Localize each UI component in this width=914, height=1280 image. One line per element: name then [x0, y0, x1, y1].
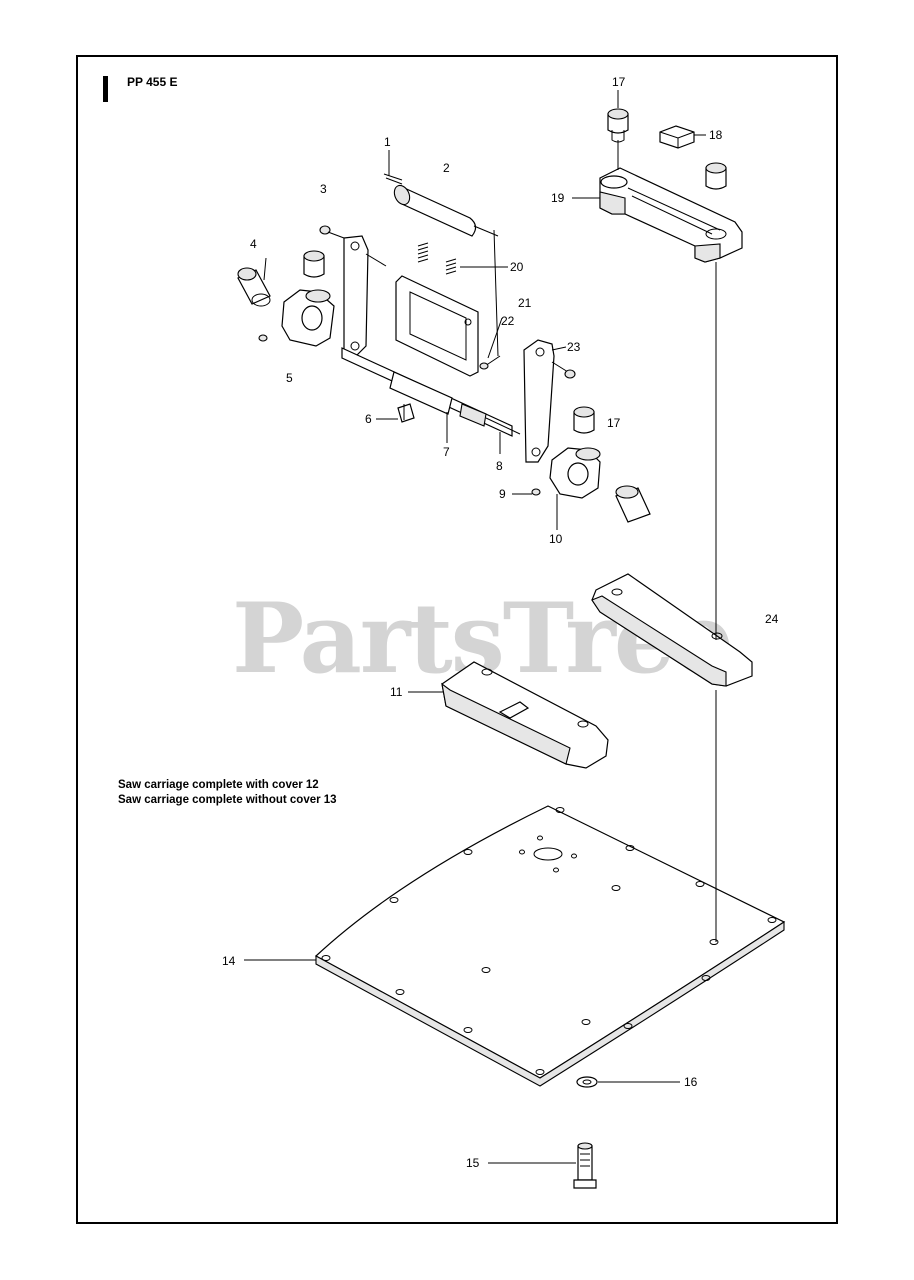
callout-10: 10 [549, 532, 563, 546]
callout-18: 18 [709, 128, 723, 142]
title-bar-mark [103, 76, 108, 102]
callout-9: 9 [499, 487, 506, 501]
callout-3: 3 [320, 182, 327, 196]
cover-part-11 [441, 661, 609, 769]
arm-right [523, 339, 555, 463]
screw-part-23 [551, 361, 576, 379]
callout-17-top: 17 [612, 75, 626, 89]
callout-22: 22 [501, 314, 515, 328]
callout-19: 19 [551, 191, 565, 205]
spring-part-20 [417, 242, 457, 275]
screw-top-left [319, 225, 345, 239]
callout-11: 11 [390, 685, 403, 699]
callout-16: 16 [684, 1075, 698, 1089]
arm-part-3 [343, 235, 387, 357]
bushing-part-4 [237, 267, 271, 307]
note-with-cover: Saw carriage complete with cover 12 [118, 779, 319, 791]
guide-bar-part-19 [599, 167, 743, 263]
callout-14: 14 [222, 954, 236, 968]
diagram-title: PP 455 E [127, 75, 177, 89]
callout-20: 20 [510, 260, 524, 274]
note-without-cover: Saw carriage complete without cover 13 [118, 794, 337, 806]
callout-15: 15 [466, 1156, 480, 1170]
shaft-part-7 [341, 347, 521, 437]
cover-part-24 [591, 573, 753, 687]
bracket-part-5 [258, 289, 335, 347]
bracket-part-10 [549, 447, 601, 499]
plate-part-21 [395, 275, 479, 377]
callout-23: 23 [567, 340, 581, 354]
block-part-6 [397, 403, 415, 423]
callout-2: 2 [443, 161, 450, 175]
leader-lines [244, 90, 706, 1164]
key-part-18 [659, 125, 695, 149]
callout-8: 8 [496, 459, 503, 473]
page-frame [76, 55, 838, 1224]
base-plate-holes [321, 807, 777, 1075]
callout-7: 7 [443, 445, 450, 459]
callout-21: 21 [518, 296, 532, 310]
callout-labels: 1 2 3 4 5 6 7 8 9 10 11 14 15 16 17 17 1… [222, 75, 779, 1170]
bushing-part-17-top [607, 108, 629, 143]
callout-4: 4 [250, 237, 257, 251]
screw-part-22 [479, 355, 501, 370]
base-plate-part-14 [314, 805, 786, 1087]
bushing-top-right [705, 162, 727, 190]
callout-24: 24 [765, 612, 779, 626]
cylinder-part-2 [383, 173, 499, 237]
callout-6: 6 [365, 412, 372, 426]
bushing-upper-left [303, 250, 325, 278]
washer-part-16 [576, 1076, 598, 1088]
callout-5: 5 [286, 371, 293, 385]
bolt-part-15 [573, 1142, 597, 1189]
screw-part-9 [531, 488, 541, 496]
bushing-part-17-right [573, 406, 595, 434]
bushing-right [615, 485, 651, 523]
callout-1: 1 [384, 135, 391, 149]
callout-17-right: 17 [607, 416, 621, 430]
